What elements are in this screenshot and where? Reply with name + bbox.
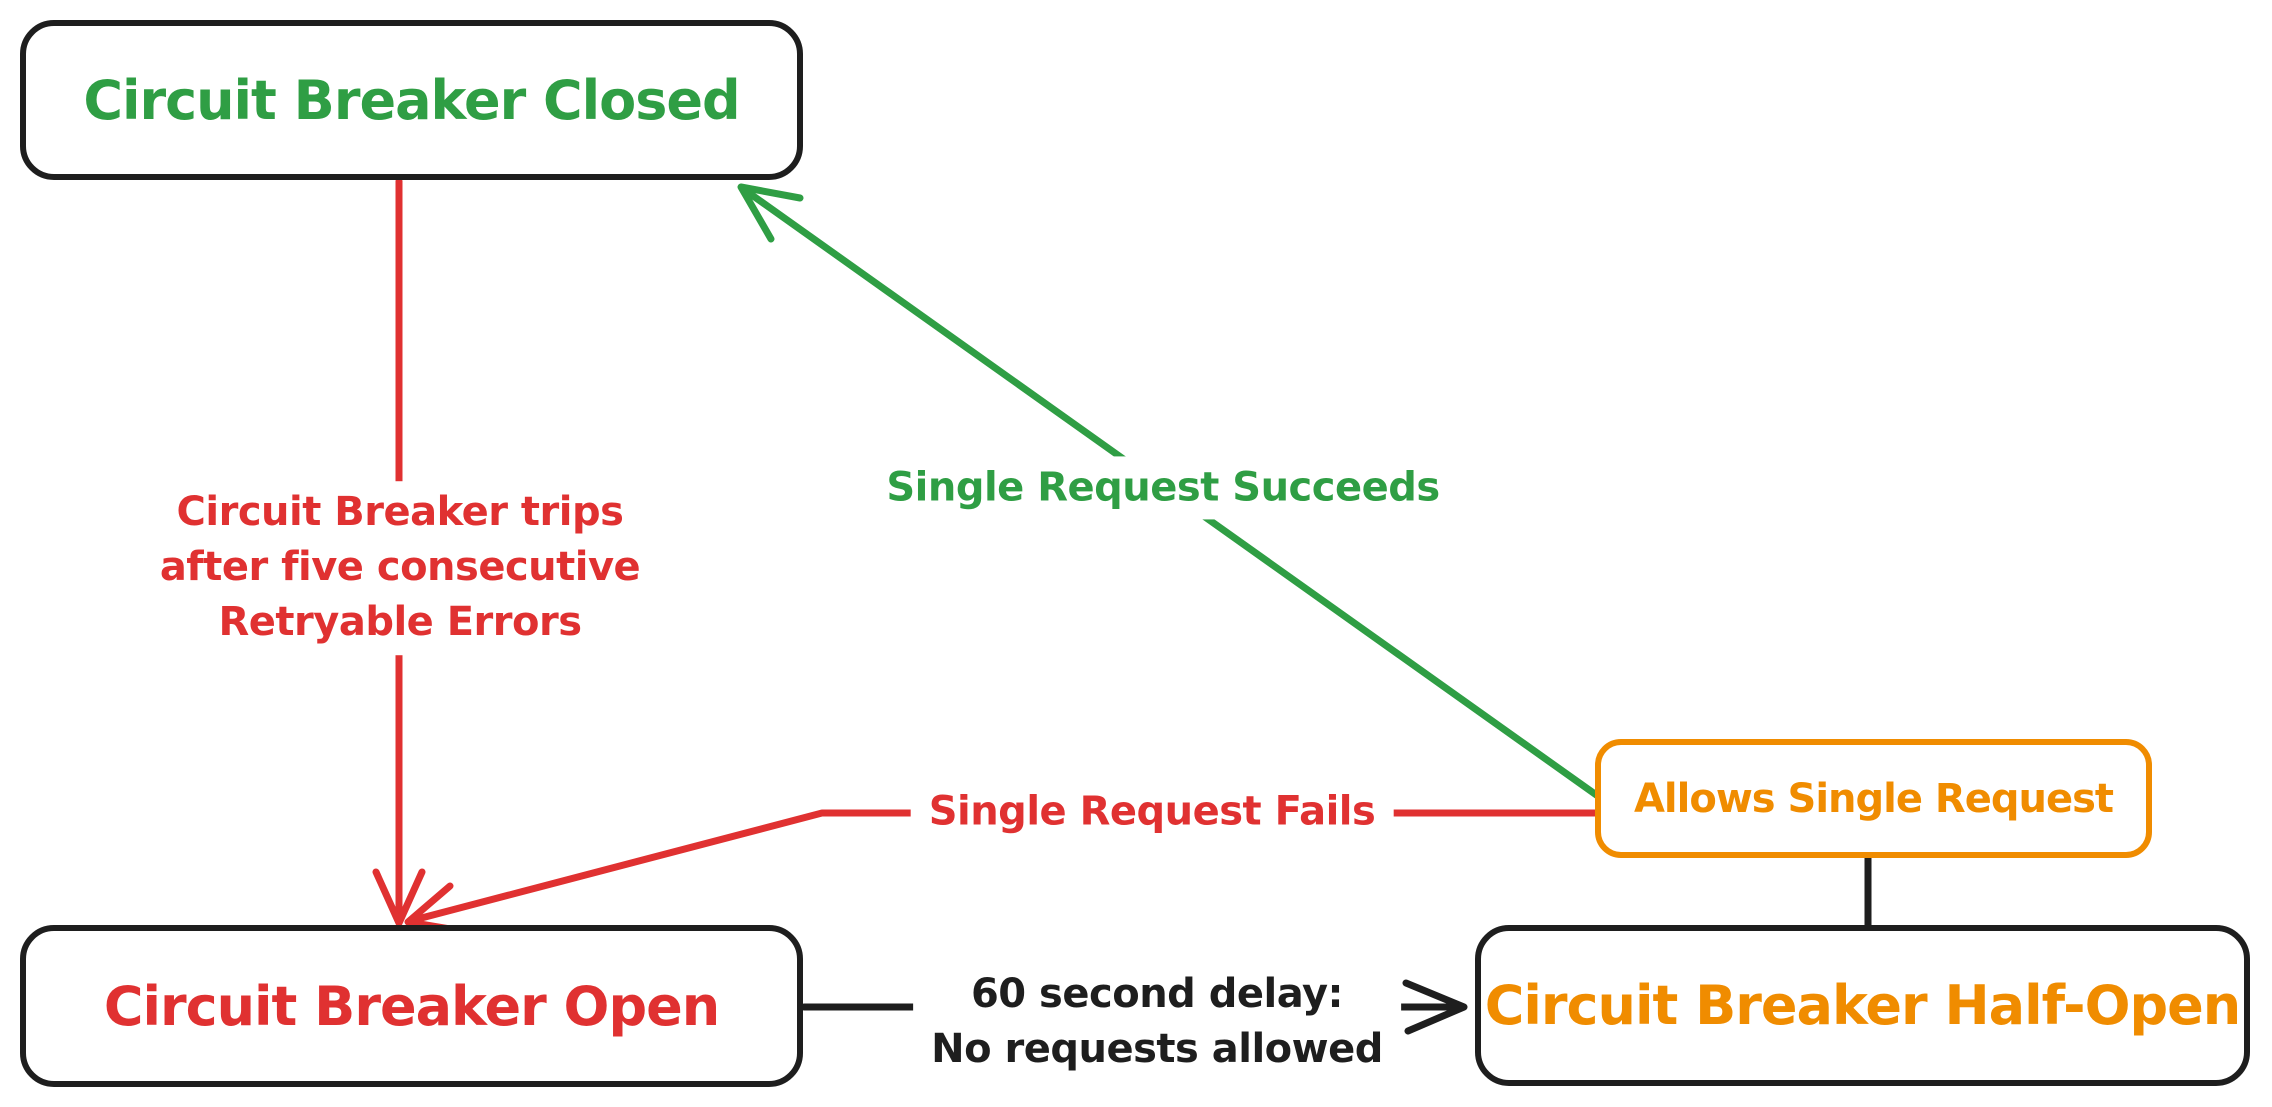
state-label-half-open: Circuit Breaker Half-Open xyxy=(1484,974,2241,1037)
state-box-open: Circuit Breaker Open xyxy=(20,925,803,1087)
state-box-allows-single-request: Allows Single Request xyxy=(1595,739,2152,858)
state-box-half-open: Circuit Breaker Half-Open xyxy=(1475,925,2250,1086)
transition-label-trips: Circuit Breaker trips after five consecu… xyxy=(141,481,659,655)
succeeds-arrowhead-icon xyxy=(737,183,804,243)
state-box-closed: Circuit Breaker Closed xyxy=(20,20,803,180)
state-label-closed: Circuit Breaker Closed xyxy=(83,68,740,132)
transition-label-60-second-delay: 60 second delay: No requests allowed xyxy=(913,962,1401,1082)
state-label-open: Circuit Breaker Open xyxy=(103,974,720,1038)
transition-label-single-request-succeeds: Single Request Succeeds xyxy=(868,456,1458,520)
state-label-allows-single-request: Allows Single Request xyxy=(1633,775,2114,822)
transition-label-single-request-fails: Single Request Fails xyxy=(910,780,1394,844)
trips-arrowhead-icon xyxy=(372,868,426,927)
delay-arrowhead-icon xyxy=(1402,979,1468,1035)
